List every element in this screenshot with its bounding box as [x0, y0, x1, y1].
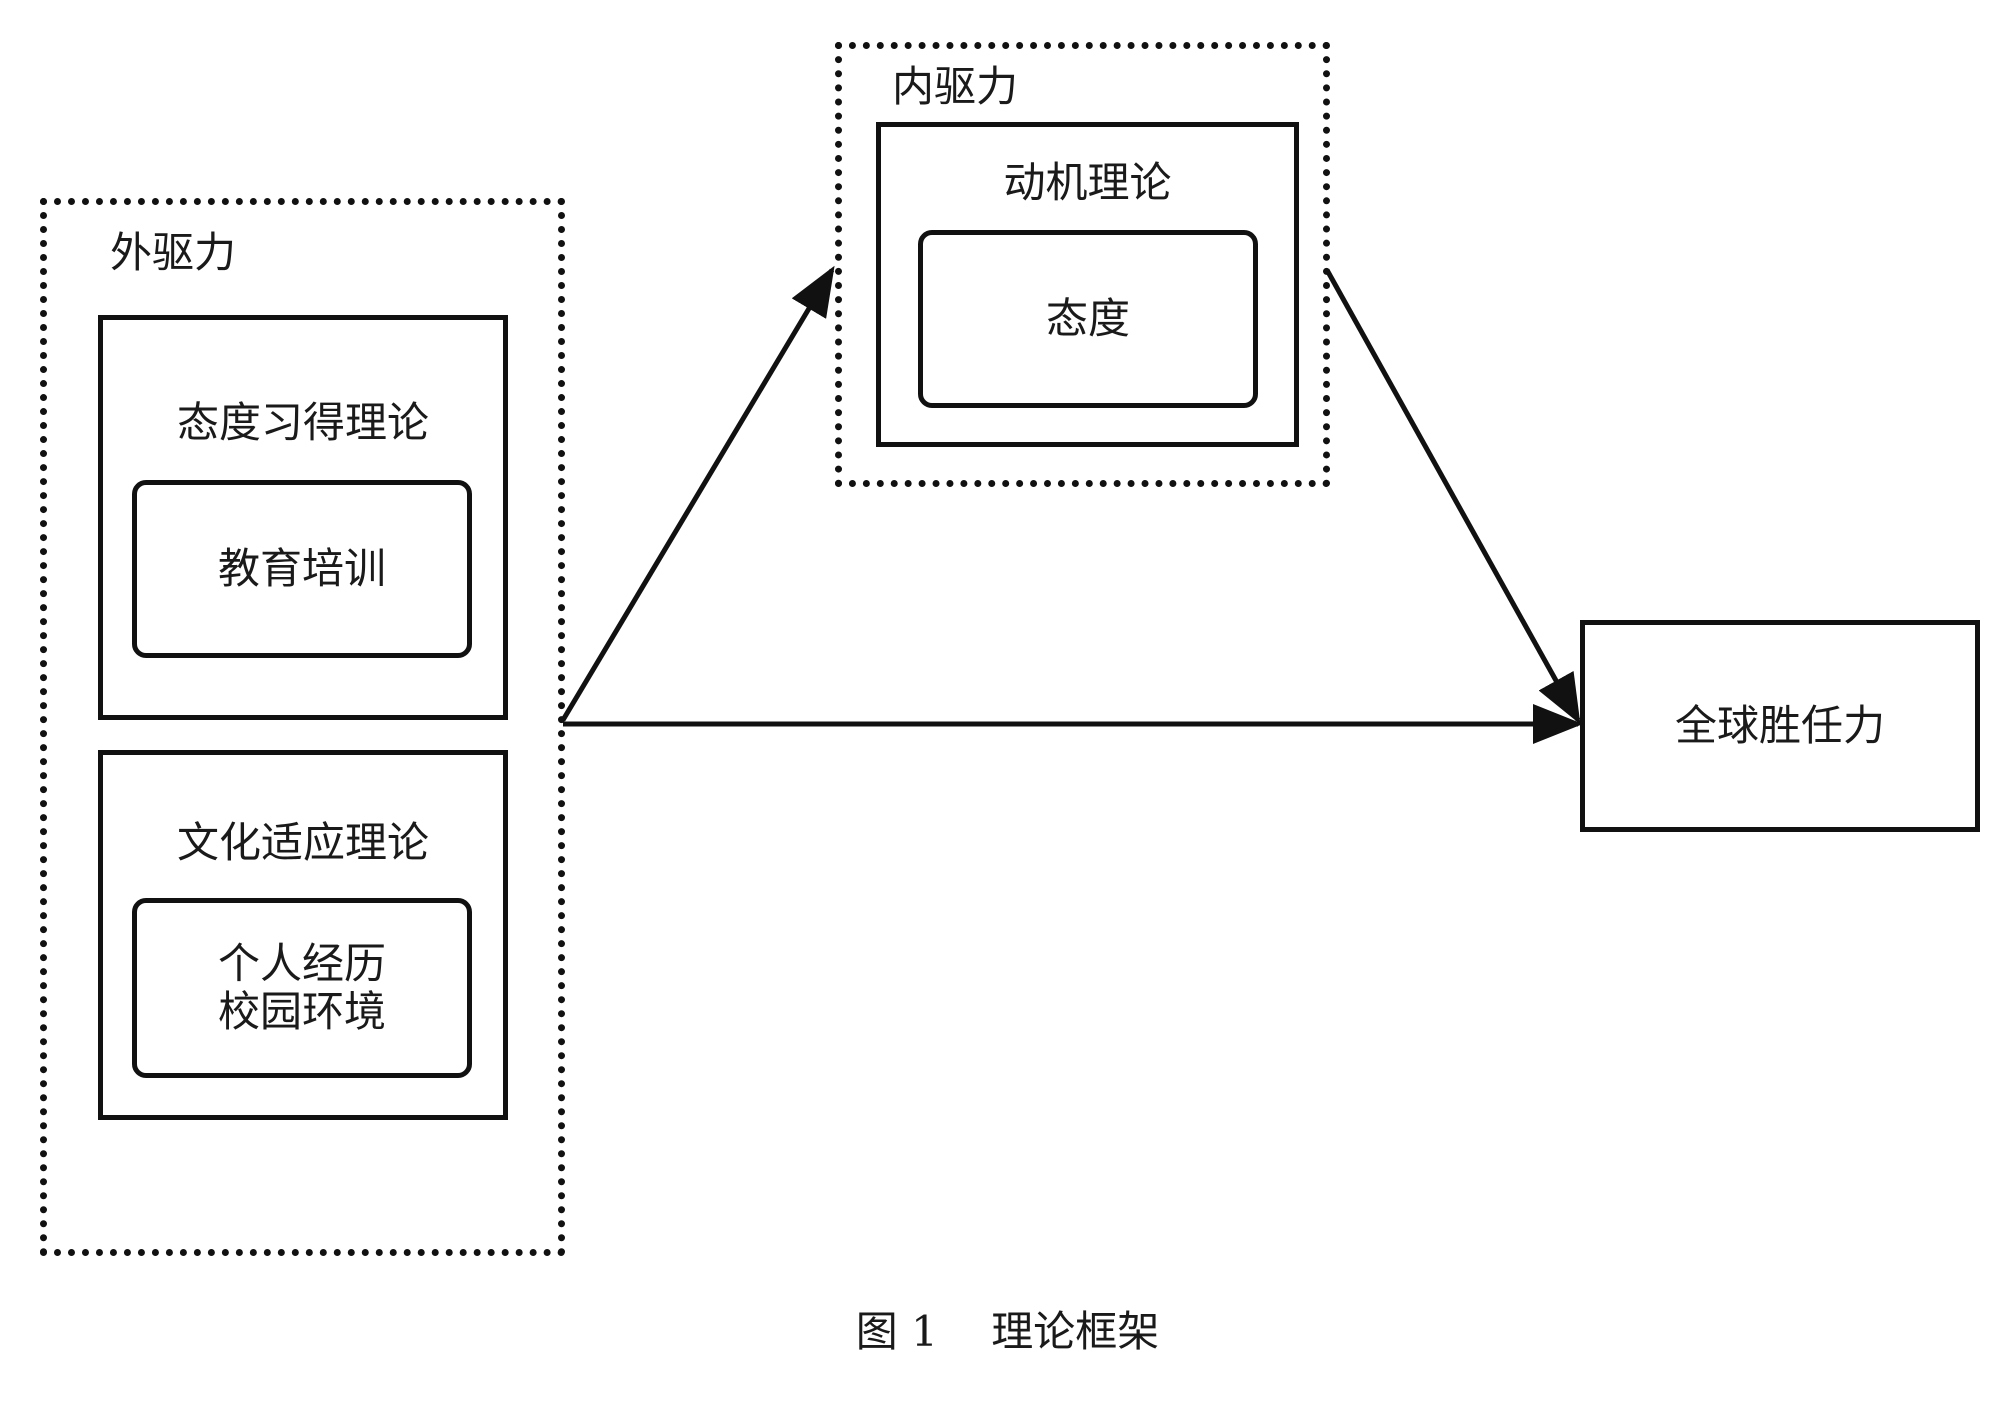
internal-drive-group	[835, 42, 1330, 487]
attitude-acquisition-theory-title: 态度习得理论	[176, 398, 429, 447]
personal-experience-label: 个人经历	[217, 938, 386, 988]
motivation-theory-title: 动机理论	[1003, 158, 1172, 207]
global-competence-box: 全球胜任力	[1580, 620, 1980, 832]
education-training-label: 教育培训	[217, 544, 386, 593]
arrow-internal-to-outcome	[1324, 268, 1581, 725]
external-drive-title: 外驱力	[110, 228, 237, 277]
acculturation-theory-title: 文化适应理论	[176, 818, 429, 867]
education-training-box: 教育培训	[132, 480, 472, 658]
figure-number: 图 1	[855, 1307, 938, 1356]
global-competence-label: 全球胜任力	[1674, 701, 1885, 750]
campus-environment-label: 校园环境	[217, 987, 386, 1036]
figure-caption: 图 1 理论框架	[0, 1298, 2015, 1359]
experience-environment-box: 个人经历 校园环境	[132, 898, 472, 1078]
arrow-external-to-internal	[560, 265, 835, 722]
attitude-label: 态度	[1045, 294, 1130, 343]
external-drive-group	[40, 198, 565, 1256]
internal-drive-title: 内驱力	[892, 62, 1019, 111]
attitude-box: 态度	[918, 230, 1258, 408]
figure-title: 理论框架	[991, 1307, 1160, 1356]
